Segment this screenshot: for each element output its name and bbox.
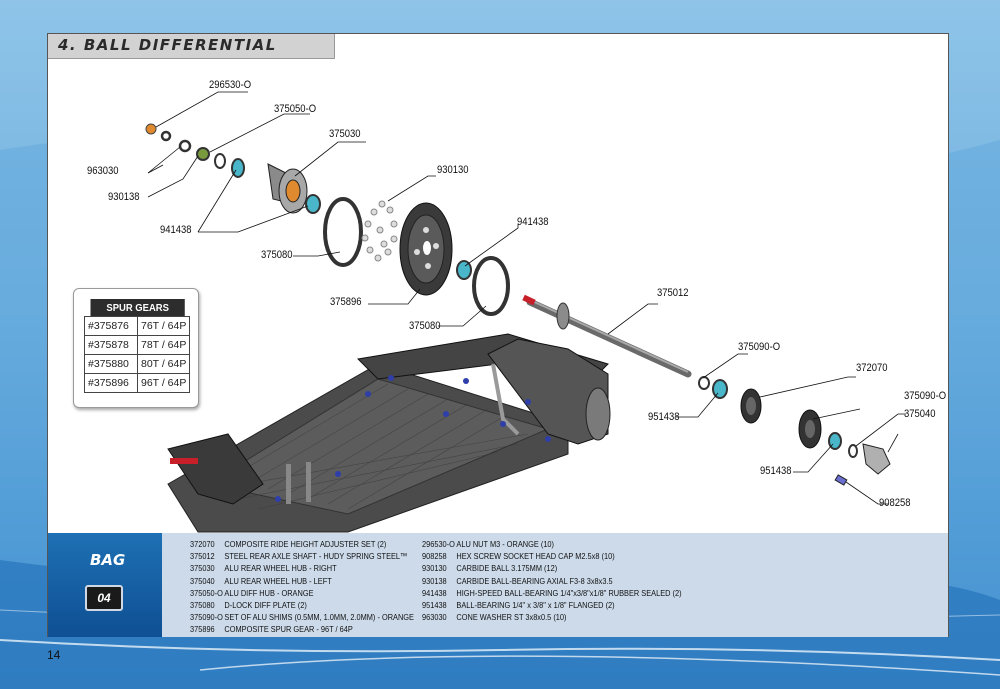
spur-gear-375896 [399, 202, 453, 296]
callout-930138: 930138 [108, 191, 140, 203]
bag-number-box: 04 [85, 585, 123, 611]
diff-plate-375080-left [323, 197, 363, 267]
callout-375080-right: 375080 [409, 320, 441, 332]
page-number: 14 [47, 648, 61, 662]
callout-963030: 963030 [87, 165, 119, 177]
callout-375090-o-top: 375090-O [738, 341, 781, 353]
callout-375050-o: 375050-O [274, 103, 317, 115]
small-parts-right [698, 376, 891, 486]
section-title-bar: 4. BALL DIFFERENTIAL [48, 34, 335, 59]
bag-label: BAG [90, 551, 126, 569]
carbide-balls-930130 [361, 200, 398, 262]
exploded-diagram [145, 91, 906, 533]
callout-951438-left: 951438 [648, 411, 680, 423]
callout-375040: 375040 [904, 408, 936, 420]
section-title: 4. BALL DIFFERENTIAL [58, 36, 277, 54]
chassis-illustration [167, 333, 611, 533]
callout-375030: 375030 [329, 128, 361, 140]
callout-375080-left: 375080 [261, 249, 293, 261]
callout-930130: 930130 [437, 164, 469, 176]
spur-gears-heading: SPUR GEARS [89, 299, 185, 317]
callout-375090-o-right: 375090-O [904, 390, 947, 402]
diff-hub-375050 [267, 163, 308, 214]
callout-372070: 372070 [856, 362, 888, 374]
callout-375012: 375012 [657, 287, 689, 299]
small-parts-left [145, 123, 245, 178]
callout-296530-o: 296530-O [209, 79, 252, 91]
manual-page: 4. BALL DIFFERENTIAL [47, 33, 949, 637]
leader-lines [147, 91, 906, 505]
axle-shaft-375012 [522, 294, 692, 378]
callout-941438-left: 941438 [160, 224, 192, 236]
bag-badge: BAG 04 [48, 533, 162, 637]
bearing-941438-right [456, 260, 472, 280]
callout-951438-right: 951438 [760, 465, 792, 477]
bag-number: 04 [97, 591, 111, 605]
callout-375896: 375896 [330, 296, 362, 308]
diff-plate-375080-right [472, 256, 510, 316]
callout-908258: 908258 [879, 497, 911, 509]
callout-941438-right: 941438 [517, 216, 549, 228]
bearing-941438-left [305, 194, 321, 214]
